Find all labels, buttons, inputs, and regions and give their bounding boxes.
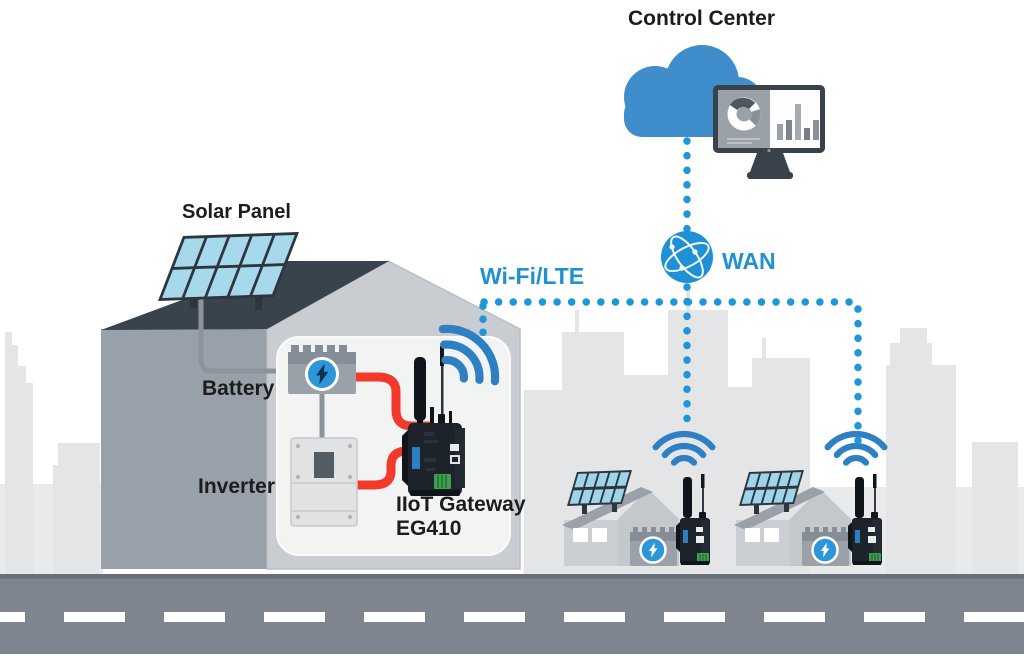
road-icon bbox=[0, 574, 1024, 654]
inverter-label: Inverter bbox=[198, 475, 276, 498]
solar-panel-label: Solar Panel bbox=[182, 201, 291, 223]
battery-label: Battery bbox=[202, 377, 275, 400]
globe-wan-icon bbox=[661, 231, 713, 283]
solar-cable bbox=[198, 287, 293, 374]
wan-label: WAN bbox=[722, 248, 776, 274]
battery-bolt-icon bbox=[288, 345, 356, 394]
power-cables bbox=[351, 372, 435, 490]
solar-panel-icon bbox=[157, 231, 299, 310]
monitor-dashboard-icon bbox=[713, 85, 825, 179]
wifi-lte-label: Wi-Fi/LTE bbox=[480, 263, 585, 289]
network-links bbox=[480, 137, 863, 445]
control-center-label: Control Center bbox=[628, 7, 775, 30]
inverter-icon bbox=[290, 437, 358, 527]
iiot-gateway-icon bbox=[402, 346, 465, 496]
gateway-model-label: EG410 bbox=[396, 517, 462, 540]
gateway-name-label: IIoT Gateway bbox=[396, 493, 526, 516]
